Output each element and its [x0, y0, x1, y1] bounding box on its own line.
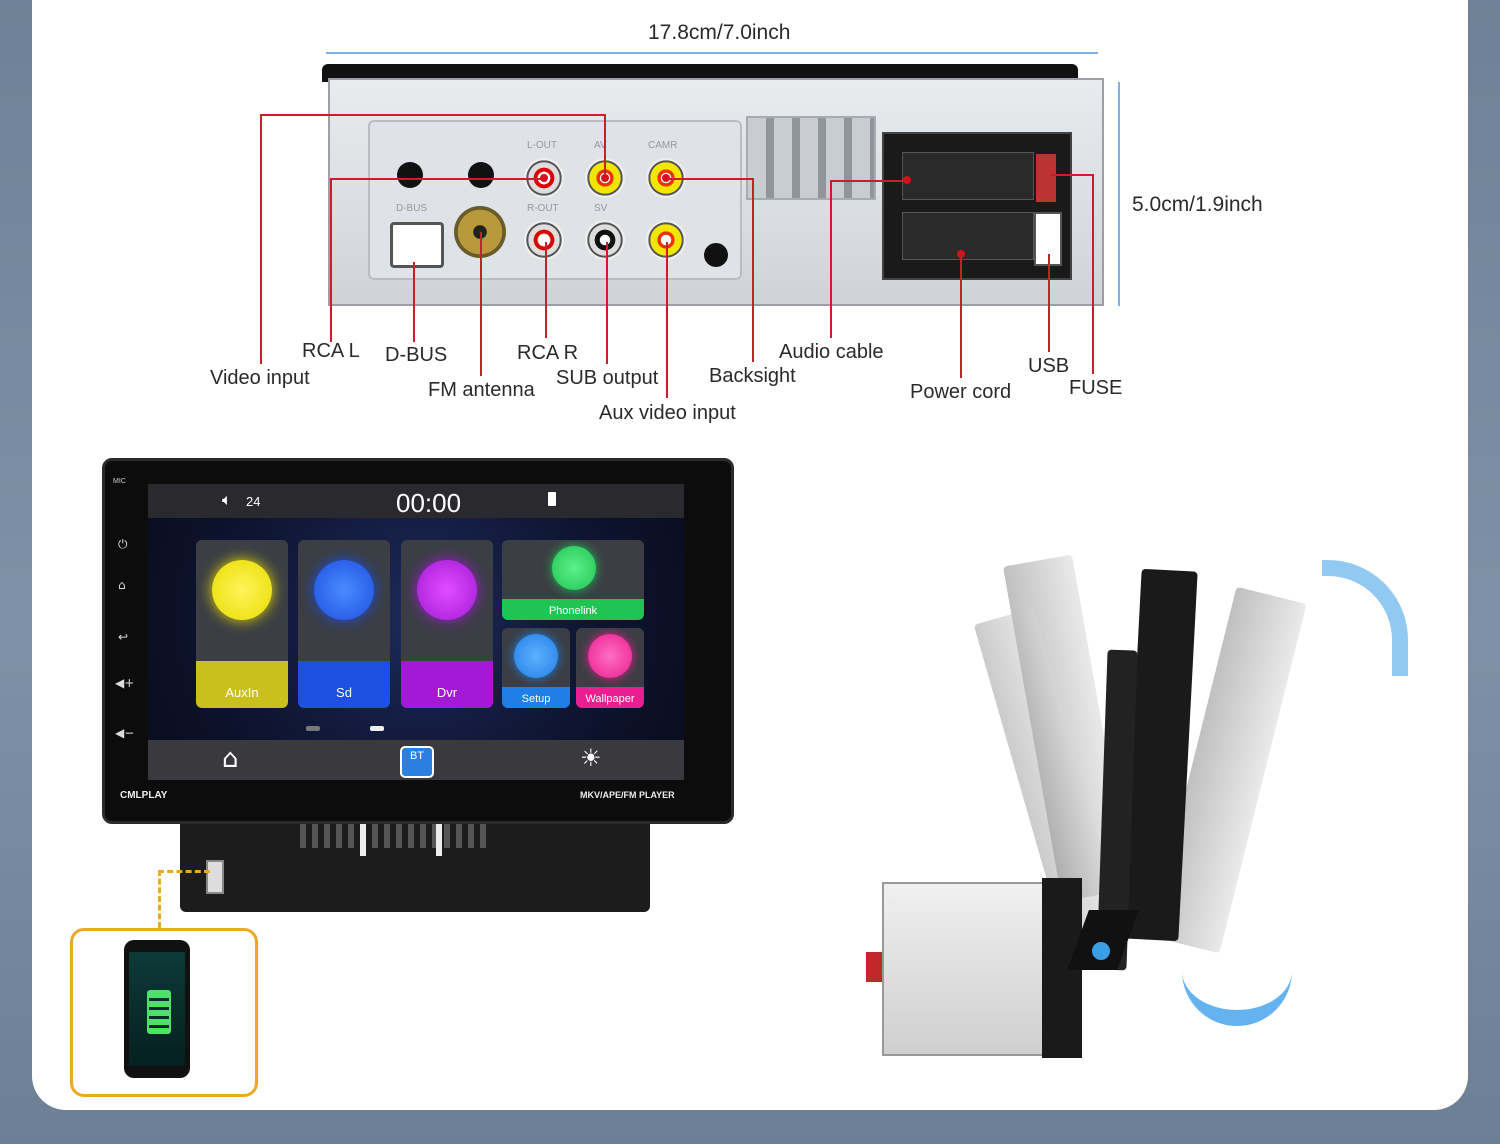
callout-power-cord: Power cord	[910, 381, 1012, 403]
brightness-icon[interactable]: ☀	[580, 744, 602, 772]
bluetooth-icon[interactable]: BT	[400, 746, 434, 778]
unit-top-edge	[322, 64, 1078, 82]
chassis-side-view	[882, 882, 1056, 1056]
callout-aux-video-input: Aux video input	[599, 402, 736, 424]
callout-sub-output: SUB output	[556, 367, 659, 389]
rotation-arrow-top	[1322, 560, 1408, 676]
app-label-wallpaper: Wallpaper	[585, 693, 635, 705]
bottom-dock: ⌂ BT ☀	[148, 740, 684, 780]
callout-rca-l: RCA L	[302, 340, 360, 362]
usb-port[interactable]	[206, 860, 224, 894]
app-label-setup: Setup	[521, 693, 551, 705]
volume-icon: 🔈︎	[222, 490, 232, 509]
rear-marking-rout: R-OUT	[527, 203, 559, 214]
callout-usb: USB	[1028, 355, 1070, 377]
sub-output-jack	[585, 220, 625, 260]
callout-video-input: Video input	[210, 367, 310, 389]
back-button[interactable]: ↩	[118, 630, 129, 644]
dbus-port	[390, 222, 444, 268]
rotation-illustration	[822, 550, 1408, 1070]
status-bar: 🔈︎ 24 00:00	[148, 484, 684, 518]
rear-marking-dbus: D-BUS	[396, 203, 428, 214]
height-dimension-label: 5.0cm/1.9inch	[1132, 193, 1263, 216]
brand-label: CMLPLAY	[120, 790, 168, 801]
gear-icon	[514, 634, 558, 678]
smartphone	[124, 940, 190, 1078]
height-dimension-line	[1118, 82, 1120, 306]
app-tile-sd[interactable]: Sd	[298, 540, 390, 708]
app-tile-dvr[interactable]: Dvr	[401, 540, 493, 708]
width-dimension-line	[326, 52, 1098, 54]
home-icon[interactable]: ⌂	[222, 744, 239, 774]
volume-up-button[interactable]: ◀+	[115, 676, 135, 690]
page-indicator-2[interactable]	[370, 726, 384, 731]
page-indicator-1[interactable]	[306, 726, 320, 731]
rear-marking-sv: SV	[594, 203, 608, 214]
clock: 00:00	[396, 488, 462, 518]
app-label-auxin: AuxIn	[225, 685, 259, 700]
callout-rca-r: RCA R	[517, 342, 579, 364]
sd-card-icon	[314, 560, 374, 620]
phone-icon	[552, 546, 596, 590]
callout-fm-antenna: FM antenna	[428, 379, 535, 401]
app-tile-phonelink[interactable]: Phonelink	[502, 540, 644, 620]
app-tile-wallpaper[interactable]: Wallpaper	[576, 628, 644, 708]
aux-cable-icon	[212, 560, 272, 620]
product-diagram-card: 17.8cm/7.0inch 5.0cm/1.9inch L-OUT AV CA…	[32, 0, 1468, 1110]
home-side-button[interactable]: ⌂	[118, 578, 126, 592]
power-button[interactable]: ⏻	[118, 537, 128, 551]
heatsink-fins	[746, 116, 876, 200]
touch-screen: 🔈︎ 24 00:00 AuxIn Sd Dvr Phonelink Setup	[148, 484, 684, 780]
rca-r-jack	[524, 220, 564, 260]
app-label-sd: Sd	[336, 685, 352, 700]
battery-icon	[147, 990, 171, 1034]
aux-jack	[468, 162, 494, 188]
app-label-dvr: Dvr	[436, 685, 458, 700]
app-tile-auxin[interactable]: AuxIn	[196, 540, 288, 708]
mic-jack	[704, 243, 728, 267]
volume-level: 24	[246, 494, 261, 509]
rear-marking-camr: CAMR	[648, 140, 678, 151]
callout-fuse: FUSE	[1069, 377, 1123, 399]
iso-harness-connector	[882, 132, 1072, 280]
unit-chassis-base	[180, 818, 650, 912]
bt-label: BT	[409, 750, 425, 762]
app-label-phonelink: Phonelink	[548, 605, 598, 617]
usb-status-icon	[548, 492, 556, 506]
dashcam-icon	[417, 560, 477, 620]
rear-marking-av: AV	[594, 140, 607, 151]
callout-d-bus: D-BUS	[385, 344, 448, 366]
rotation-arrow-bottom	[1182, 960, 1292, 1026]
rear-marking-lout: L-OUT	[527, 140, 557, 151]
usb-link-line	[158, 870, 210, 873]
callout-backsight: Backsight	[709, 365, 796, 387]
volume-down-button[interactable]: ◀−	[115, 726, 135, 740]
app-tile-setup[interactable]: Setup	[502, 628, 570, 708]
width-dimension-label: 17.8cm/7.0inch	[648, 21, 791, 44]
mic-label: MIC	[113, 478, 126, 485]
video-input-jack	[397, 162, 423, 188]
callout-audio-cable: Audio cable	[779, 341, 884, 363]
model-caption: MKV/APE/FM PLAYER	[580, 790, 675, 800]
image-icon	[588, 634, 632, 678]
